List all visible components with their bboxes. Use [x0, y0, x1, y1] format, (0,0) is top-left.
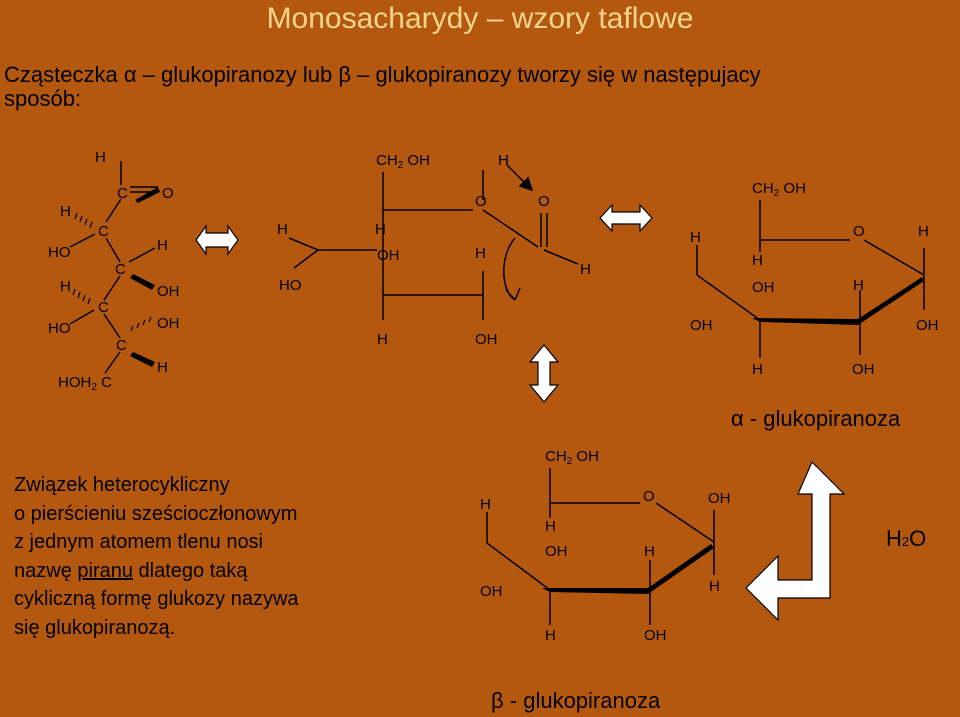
ch2oh-label: CH2 OH — [545, 448, 599, 467]
middle-structure-bonds — [288, 170, 579, 320]
water-o: O — [909, 526, 927, 551]
bold-wedge-bonds — [130, 187, 924, 594]
desc-line-6: się glukopiranozą. — [14, 616, 176, 639]
atom-label: H — [709, 578, 720, 595]
alpha-ring-bonds — [696, 200, 925, 358]
middle-structure-labels: CH2 OH H O O H H OH H H HO H OH — [277, 152, 591, 348]
atom-label: OH — [545, 543, 568, 560]
atom-label: OH — [157, 315, 180, 332]
hoh2c-label: HOH2 C — [58, 374, 112, 393]
intro-line-2: sposób: — [4, 86, 82, 111]
desc-line-3: z jednym atomem tlenu nosi — [14, 531, 264, 553]
atom-label: H — [375, 221, 386, 238]
beta-label: β - glukopiranoza — [491, 688, 661, 713]
water-sub: 2 — [901, 534, 910, 549]
atom-label: H — [60, 278, 71, 295]
atom-label: H — [475, 245, 486, 262]
atom-label: H — [853, 277, 864, 294]
atom-label: HO — [279, 277, 302, 294]
description-text: Związek heterocykliczny o pierścieniu sz… — [14, 471, 299, 642]
open-chain-labels: H C O H C HO H C H OH C HO OH C H HOH2 C — [48, 149, 180, 393]
atom-label: HO — [48, 244, 71, 261]
atom-label: H — [377, 331, 388, 348]
atom-label: H — [690, 229, 701, 246]
atom-label: C — [116, 337, 127, 354]
atom-label: H — [277, 221, 288, 238]
left-double-arrow — [195, 224, 239, 256]
open-chain-hashed-wedges — [72, 212, 152, 332]
shift-arrow — [506, 164, 534, 192]
alpha-label: α - glukopiranoza — [731, 406, 901, 431]
water-label: H2O — [886, 526, 926, 552]
atom-label: OH — [752, 279, 775, 296]
atom-label: H — [157, 237, 168, 254]
atom-label: OH — [480, 583, 503, 600]
atom-label: OH — [916, 317, 939, 334]
atom-label: H — [480, 496, 491, 513]
atom-label: H — [752, 252, 763, 269]
atom-label: H — [752, 361, 763, 378]
atom-label: HO — [48, 320, 71, 337]
atom-label: H — [545, 518, 556, 535]
desc-line-2: o pierścieniu sześcioczłonowym — [14, 502, 298, 525]
atom-label: C — [98, 299, 109, 316]
beta-ring-labels: CH2 OH O OH H H OH H OH H H OH — [480, 448, 731, 644]
atom-label: H — [918, 223, 929, 240]
atom-label: H — [60, 203, 71, 220]
ch2oh-label: CH2 OH — [376, 152, 430, 171]
atom-label: O — [643, 488, 655, 505]
atom-label: O — [538, 193, 550, 210]
atom-label: O — [475, 193, 487, 210]
ch2oh-label: CH2 OH — [752, 180, 806, 199]
desc-line-4: nazwę piranu dlatego taką — [14, 557, 299, 586]
atom-label: H — [498, 152, 509, 169]
desc-line-4b: dlatego taką — [132, 559, 248, 582]
piran-link[interactable]: piranu — [77, 559, 133, 582]
desc-line-4a: nazwę — [14, 559, 78, 582]
atom-label: H — [95, 149, 106, 166]
rotation-arrow — [503, 237, 521, 301]
intro-line-1: Cząsteczka α – glukopiranozy lub β – glu… — [4, 62, 761, 87]
atom-label: OH — [852, 361, 875, 378]
atom-label: H — [644, 543, 655, 560]
equilibrium-arrows — [195, 203, 846, 622]
atom-label: C — [98, 223, 109, 240]
water-h: H — [886, 526, 902, 551]
atom-label: OH — [377, 247, 400, 264]
page-title: Monosacharydy – wzory taflowe — [266, 2, 694, 35]
open-chain-bonds — [69, 161, 158, 374]
atom-label: H — [580, 261, 591, 278]
bent-arrow — [745, 460, 846, 622]
atom-label: O — [162, 185, 174, 202]
atom-label: OH — [708, 490, 731, 507]
atom-label: H — [157, 359, 168, 376]
alpha-ring-labels: CH2 OH O H H H OH H OH OH H OH — [690, 180, 939, 378]
atom-label: OH — [690, 317, 713, 334]
atom-label: OH — [644, 627, 667, 644]
vertical-double-arrow — [528, 344, 560, 403]
atom-label: C — [115, 261, 126, 278]
desc-line-1: Związek heterocykliczny — [14, 474, 230, 496]
atom-label: OH — [475, 331, 498, 348]
atom-label: OH — [157, 283, 180, 300]
intro-text: Cząsteczka α – glukopiranozy lub β – glu… — [4, 63, 959, 111]
desc-line-5: cykliczną formę glukozy nazywa — [14, 588, 299, 610]
right-double-arrow — [599, 203, 653, 233]
beta-ring-bonds — [486, 468, 715, 625]
atom-label: O — [853, 223, 865, 240]
atom-label: H — [545, 627, 556, 644]
atom-label: C — [117, 185, 128, 202]
